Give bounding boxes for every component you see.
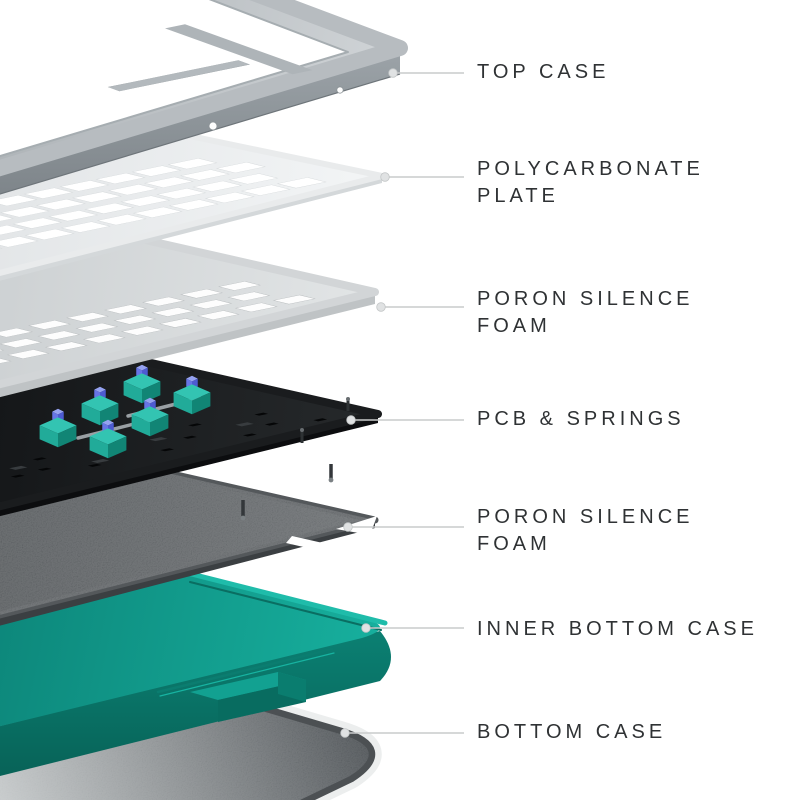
plate-cutouts <box>0 158 327 255</box>
foam-cutouts <box>0 281 316 367</box>
label-top-case: TOP CASE <box>477 61 610 83</box>
label-pcb-springs: PCB & SPRINGS <box>477 408 685 430</box>
layer-top-case <box>0 0 408 195</box>
inner-case-raised-box <box>190 672 306 722</box>
label-inner-bottom-case: INNER BOTTOM CASE <box>477 618 758 640</box>
leader-dots <box>340 68 398 738</box>
label-bottom-case: BOTTOM CASE <box>477 721 667 743</box>
pcb-holes <box>9 412 328 478</box>
leader-lines <box>345 72 464 734</box>
label-polycarbonate-plate: POLYCARBONATE PLATE <box>477 158 704 207</box>
top-case-frame-bars <box>107 24 313 92</box>
label-poron-foam-lower: PORON SILENCE FOAM <box>477 506 694 555</box>
label-poron-foam-upper: PORON SILENCE FOAM <box>477 288 694 337</box>
